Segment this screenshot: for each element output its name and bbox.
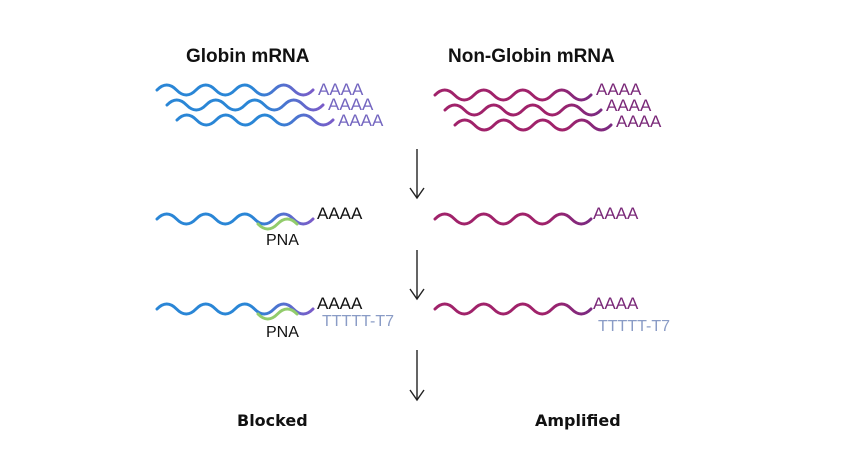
polya-tail-label: AAAA: [317, 204, 363, 223]
polya-tail-label: AAAA: [616, 112, 662, 131]
t7-primer-label: TTTTT-T7: [598, 318, 670, 335]
globin-mrna-strand: [155, 212, 315, 226]
pna-probe: [256, 217, 299, 231]
pna-probe: [256, 307, 299, 321]
blocked-label: Blocked: [237, 411, 308, 430]
polya-tail-label: AAAA: [328, 95, 374, 114]
globin-title: Globin mRNA: [186, 46, 310, 67]
amplified-label: Amplified: [535, 411, 621, 430]
nonglobin-primer-complex: AAAA TTTTT-T7: [433, 294, 670, 335]
polya-tail-label: AAAA: [606, 96, 652, 115]
polya-tail-label: AAAA: [593, 294, 639, 313]
globin-mrna-strand: [155, 83, 315, 97]
t7-primer-label: TTTTT-T7: [322, 313, 394, 330]
nonglobin-mrna-strand: [433, 302, 593, 316]
globin-pna-primer-complex: AAAA TTTTT-T7 PNA: [155, 294, 394, 341]
globin-mrna-stack: AAAA AAAA AAAA: [155, 80, 384, 130]
globin-mrna-strand: [175, 113, 335, 127]
process-arrow: [409, 250, 425, 301]
polya-tail-label: AAAA: [318, 80, 364, 99]
pna-label: PNA: [266, 324, 299, 341]
nonglobin-title: Non-Globin mRNA: [448, 46, 615, 67]
polya-tail-label: AAAA: [593, 204, 639, 223]
nonglobin-mrna-strand: [443, 103, 603, 117]
globin-pna-complex: AAAA PNA: [155, 204, 363, 249]
globin-mrna-strand: [165, 98, 325, 112]
polya-tail-label: AAAA: [338, 111, 384, 130]
nonglobin-mrna-single: AAAA: [433, 204, 639, 226]
nonglobin-mrna-stack: AAAA AAAA AAAA: [433, 80, 662, 132]
polya-tail-label: AAAA: [596, 80, 642, 99]
pna-label: PNA: [266, 232, 299, 249]
nonglobin-mrna-strand: [433, 212, 593, 226]
globin-mrna-strand: [155, 302, 315, 316]
nonglobin-mrna-strand: [433, 88, 593, 102]
nonglobin-mrna-strand: [453, 118, 613, 132]
polya-tail-label: AAAA: [317, 294, 363, 313]
process-arrow: [409, 350, 425, 402]
process-arrow: [409, 149, 425, 200]
